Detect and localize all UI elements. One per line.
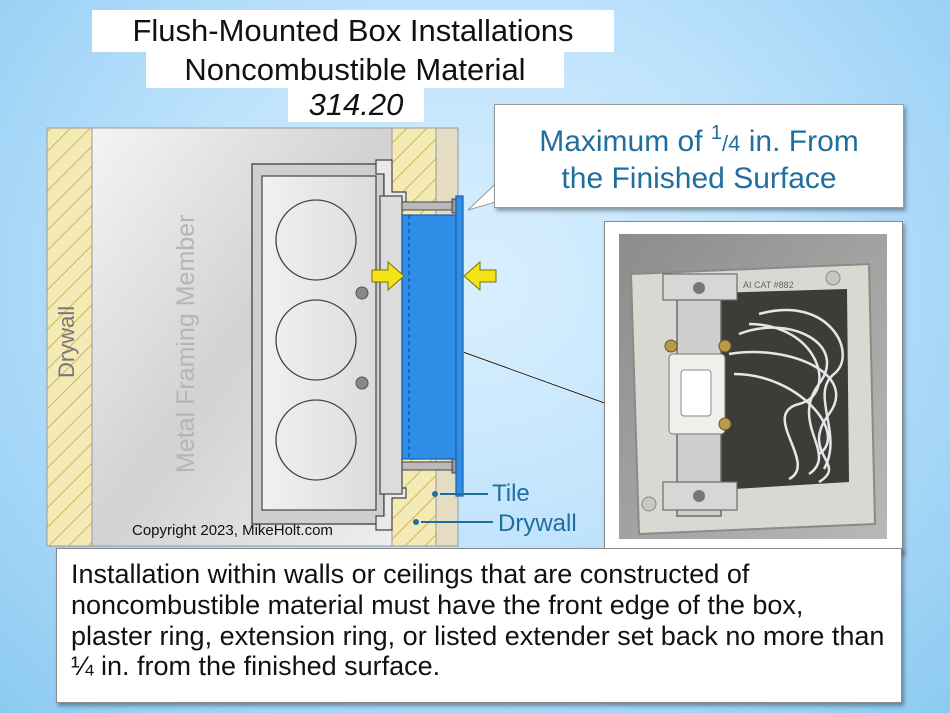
photo-frame: AI CAT #882: [604, 221, 903, 553]
callout-line-2: the Finished Surface: [561, 161, 837, 195]
drywall-right-label: Drywall: [498, 510, 577, 537]
knockout: [275, 199, 357, 281]
screw-hole: [355, 286, 369, 300]
code-reference: 314.20: [288, 86, 424, 122]
screw-hole: [355, 376, 369, 390]
callout-box: Maximum of 1/4 in. From the Finished Sur…: [494, 104, 904, 208]
plaster-ring: [379, 195, 403, 495]
framing-label: Metal Framing Member: [172, 214, 200, 473]
arrow-right: [371, 260, 405, 292]
box-extender-lip: [455, 195, 464, 497]
arrow-left: [463, 260, 497, 292]
left-drywall: [46, 127, 93, 547]
knockout: [275, 299, 357, 381]
bottom-screw: [401, 461, 453, 471]
bottom-bracket: [375, 487, 407, 531]
outlet-box-interior: [261, 175, 377, 511]
title-line-1: Flush-Mounted Box Installations: [92, 10, 614, 52]
title-line-2: Noncombustible Material: [146, 50, 564, 88]
callout-line-1: Maximum of 1/4 in. From: [539, 122, 859, 158]
tile-label: Tile: [492, 480, 530, 507]
top-screw: [401, 201, 453, 211]
description-text: Installation within walls or ceilings th…: [71, 559, 885, 682]
copyright: Copyright 2023, MikeHolt.com: [132, 522, 333, 539]
box-marking: AI CAT #882: [743, 280, 794, 290]
fraction: 1/4: [710, 122, 741, 156]
box-extender: [401, 214, 459, 460]
knockout: [275, 399, 357, 481]
description-box: Installation within walls or ceilings th…: [56, 548, 902, 703]
switch-box-photo: AI CAT #882: [619, 234, 887, 539]
drywall-label: Drywall: [54, 305, 79, 378]
